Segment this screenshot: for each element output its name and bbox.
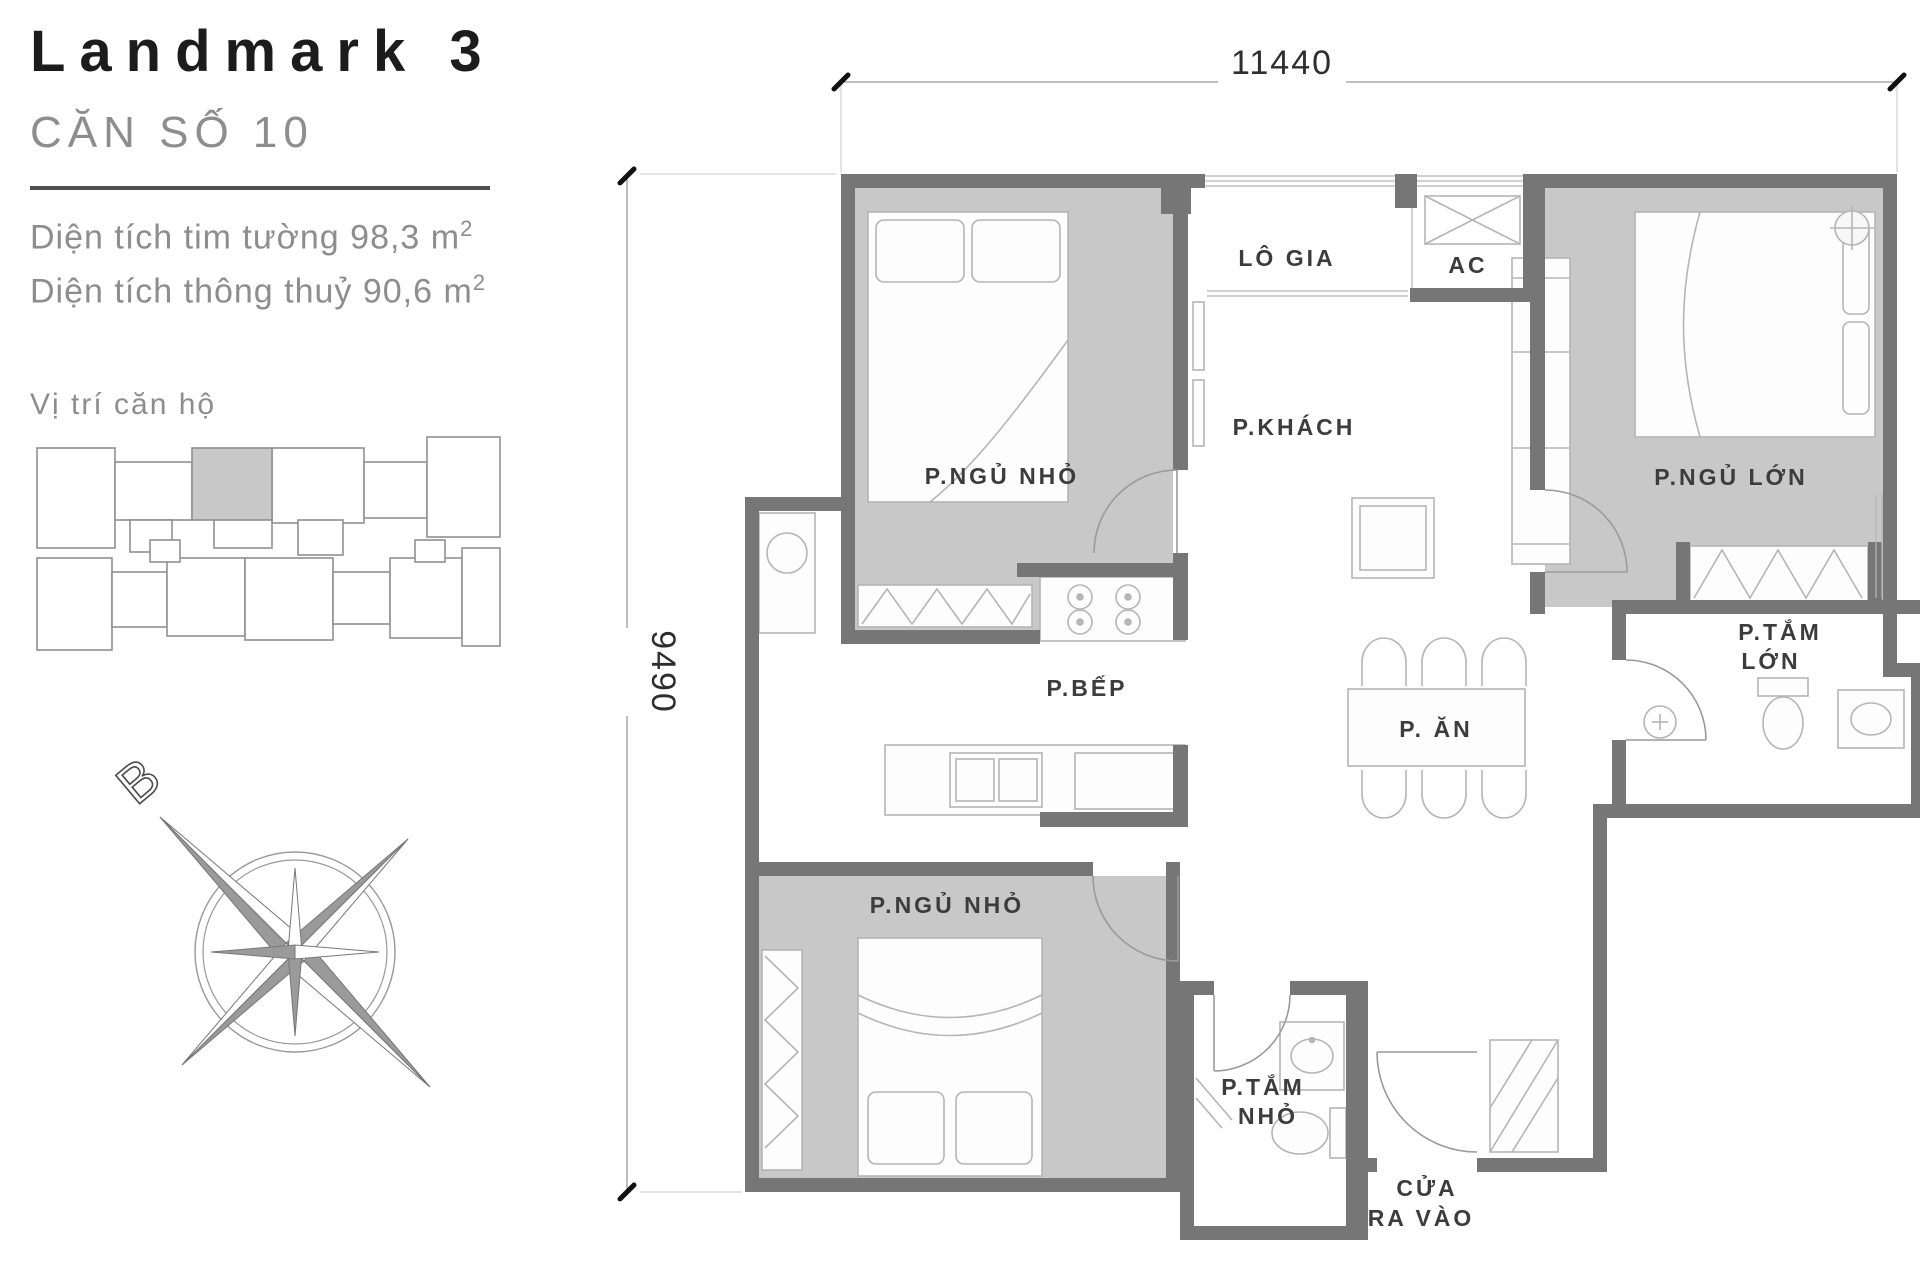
area-net-sup: 2 <box>472 270 487 295</box>
compass: B <box>105 746 431 1088</box>
unit-location-label: Vị trí căn hộ <box>30 388 217 421</box>
dimension-left-value: 9490 <box>644 630 682 714</box>
wardrobe-top-left <box>857 584 1033 628</box>
building-location-diagram <box>36 436 501 651</box>
label-entrance-2: RA VÀO <box>1368 1204 1475 1231</box>
area-gross: Diện tích tim tường 98,3 m2 <box>30 216 474 257</box>
label-bath-large-1: P.TẮM <box>1738 618 1822 645</box>
furniture <box>758 195 1905 1177</box>
door-bedroom-large <box>1544 489 1628 573</box>
dimension-top-value: 11440 <box>1231 44 1333 82</box>
label-bedroom-small-top: P.NGỦ NHỎ <box>925 461 1079 489</box>
door-bath-small <box>1213 994 1291 1072</box>
compass-north-letter: B <box>105 747 171 816</box>
shoe-cabinet <box>1489 1039 1559 1153</box>
label-living: P.KHÁCH <box>1233 413 1356 440</box>
dining-table <box>1347 688 1526 767</box>
label-ac: AC <box>1448 252 1487 278</box>
dining-chairs <box>1361 637 1527 819</box>
unit-number: CĂN SỐ 10 <box>30 108 314 157</box>
area-gross-sup: 2 <box>460 216 474 241</box>
door-bath-large <box>1625 659 1707 741</box>
label-bath-small-2: NHỎ <box>1238 1101 1298 1129</box>
page-title: Landmark 3 <box>30 19 496 84</box>
wardrobe-large <box>1676 542 1882 604</box>
coffee-table <box>1351 497 1435 579</box>
area-net: Diện tích thông thuỷ 90,6 m2 <box>30 270 487 311</box>
ac-unit-box <box>1424 195 1521 245</box>
bed-large <box>1634 211 1876 438</box>
wardrobe-bottom <box>761 949 803 1171</box>
label-dining: P. ĂN <box>1399 715 1472 742</box>
label-logia: LÔ GIA <box>1238 244 1335 271</box>
shower-large-bath <box>1643 705 1677 739</box>
label-kitchen: P.BẾP <box>1046 674 1127 701</box>
highlighted-unit <box>191 447 273 521</box>
compass-needle-nw <box>159 816 296 964</box>
stove-counter <box>1039 576 1186 642</box>
bed-top-left <box>867 211 1069 503</box>
door-bedroom-small-top <box>1093 469 1178 554</box>
label-bath-small-1: P.TẮM <box>1221 1073 1305 1100</box>
basin-large-bath <box>1837 689 1905 749</box>
dimension-lines: 11440 9490 <box>617 44 1907 1202</box>
label-bath-large-2: LỚN <box>1741 647 1800 674</box>
door-bedroom-small-bottom <box>1092 875 1179 962</box>
door-swings <box>1092 469 1707 1153</box>
toilet-large-bath <box>1757 677 1809 750</box>
shower-small-bath <box>1195 1077 1233 1129</box>
kitchen-sink-counter <box>884 744 1186 816</box>
basin-small-bath <box>1279 1021 1345 1091</box>
door-entrance <box>1376 1051 1478 1153</box>
tv-console <box>1192 301 1205 447</box>
washer-counter <box>758 512 816 634</box>
label-entrance-1: CỬA <box>1396 1173 1457 1201</box>
divider-line <box>30 186 490 190</box>
label-bedroom-large: P.NGỦ LỚN <box>1654 462 1808 490</box>
bed-bottom <box>857 937 1043 1177</box>
label-bedroom-small-bottom: P.NGỦ NHỎ <box>870 890 1024 918</box>
walls <box>745 174 1920 1240</box>
